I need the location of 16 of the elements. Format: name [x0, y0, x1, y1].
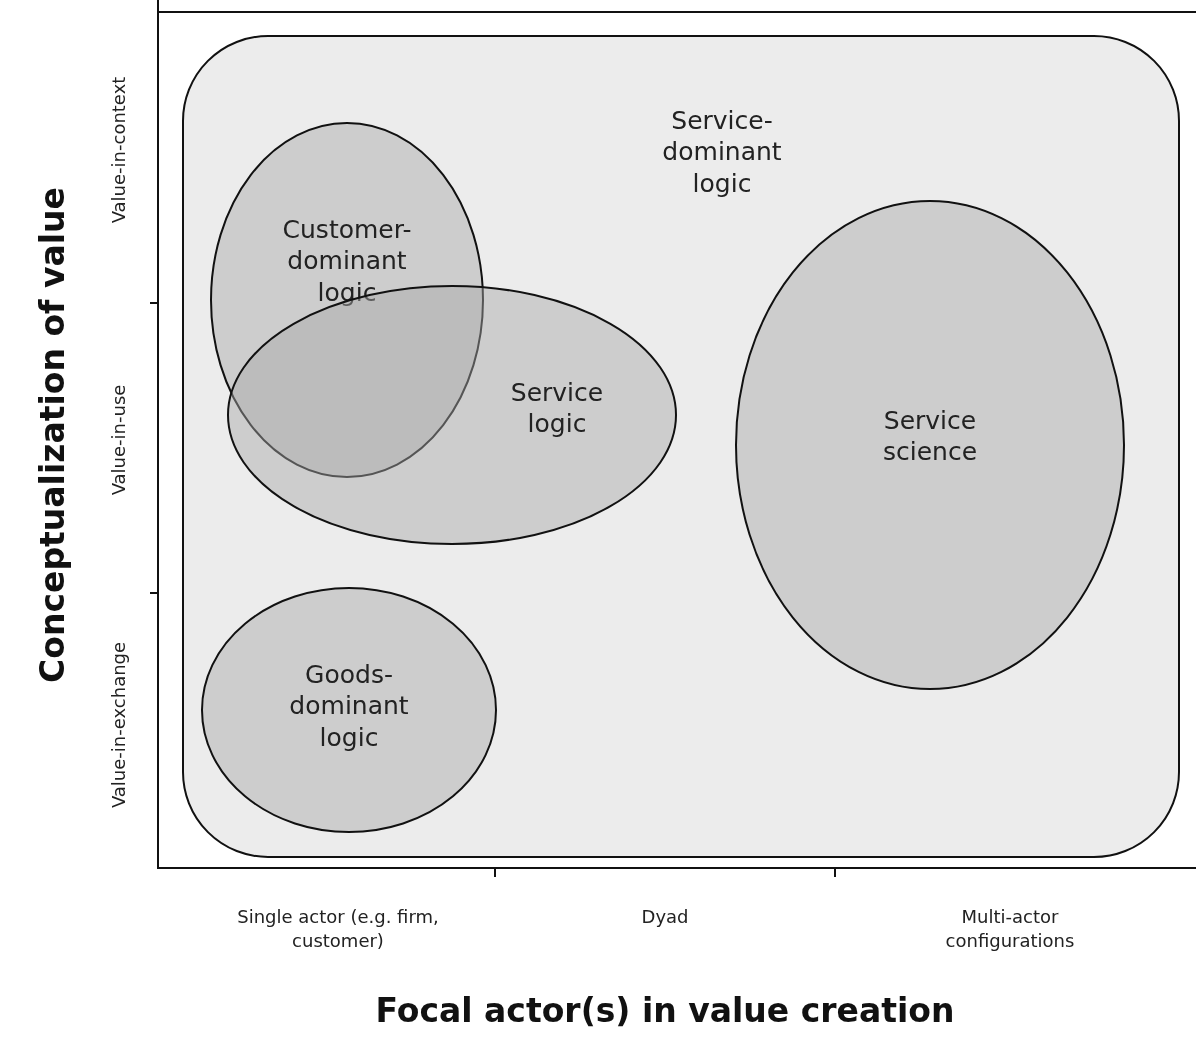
- region-label: Service-dominant logic: [661, 105, 783, 199]
- axis-tick-label: Value-in-exchange: [107, 641, 129, 809]
- axis-tick-label: Value-in-context: [107, 76, 129, 224]
- axis-tick-label: Single actor (e.g. firm, customer): [236, 905, 440, 954]
- rounded-region: [182, 35, 1180, 858]
- axis-tick-label: Dyad: [640, 905, 690, 929]
- ellipse-region: [201, 587, 497, 833]
- axis-tick-label: Value-in-use: [107, 384, 129, 496]
- ellipse-region: [735, 200, 1125, 690]
- axis-title: Conceptualization of value: [32, 187, 72, 683]
- axis-title: Focal actor(s) in value creation: [375, 990, 955, 1030]
- region-label: Goods-dominant logic: [288, 659, 410, 753]
- axis-tick-label: Multi-actor configurations: [944, 905, 1076, 954]
- region-label: Service logic: [509, 377, 605, 440]
- region-label: Service science: [881, 405, 979, 468]
- region-label: Customer-dominant logic: [281, 214, 413, 308]
